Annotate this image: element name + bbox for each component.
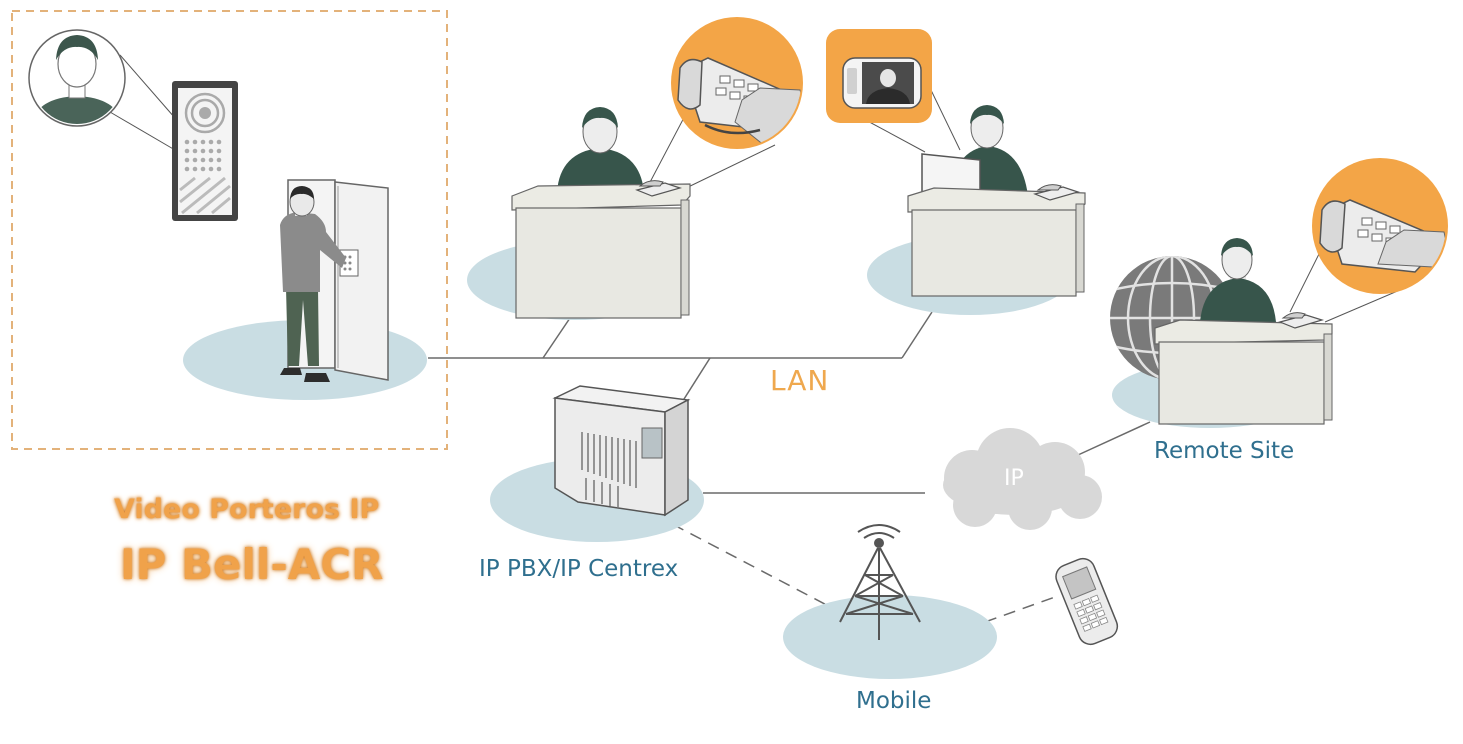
remote-phone-callout-icon [1312,158,1448,294]
brand-line-1: Video Porteros IP [114,494,380,525]
operator-figure-3 [1200,238,1276,322]
ip-cloud-label: IP [1004,466,1024,491]
mobile-phone-icon [1055,557,1119,646]
callout-lines [109,54,1401,323]
video-monitor-icon [826,29,932,123]
entrance-zone-frame [11,10,448,450]
visitor-figure [280,186,346,382]
mobile-label: Mobile [856,688,932,714]
brand-line-2: IP Bell-ACR [120,540,384,589]
pbx-label: IP PBX/IP Centrex [479,556,679,582]
wireless-links [654,514,1056,623]
desk-3 [1154,312,1333,425]
cloud-icon [943,428,1102,530]
operator-figure-1 [557,107,644,192]
cell-tower-icon [839,524,921,640]
desk-phone-icon [635,180,683,197]
desk-2 [907,184,1086,297]
desk-1 [511,183,691,319]
desk-phone-callout-icon [671,17,803,149]
remote-site-label: Remote Site [1154,438,1295,464]
lan-label: LAN [770,364,830,397]
visitor-avatar-icon [28,29,126,127]
door-intercom-icon [172,81,238,221]
server-pbx-icon [552,385,691,517]
